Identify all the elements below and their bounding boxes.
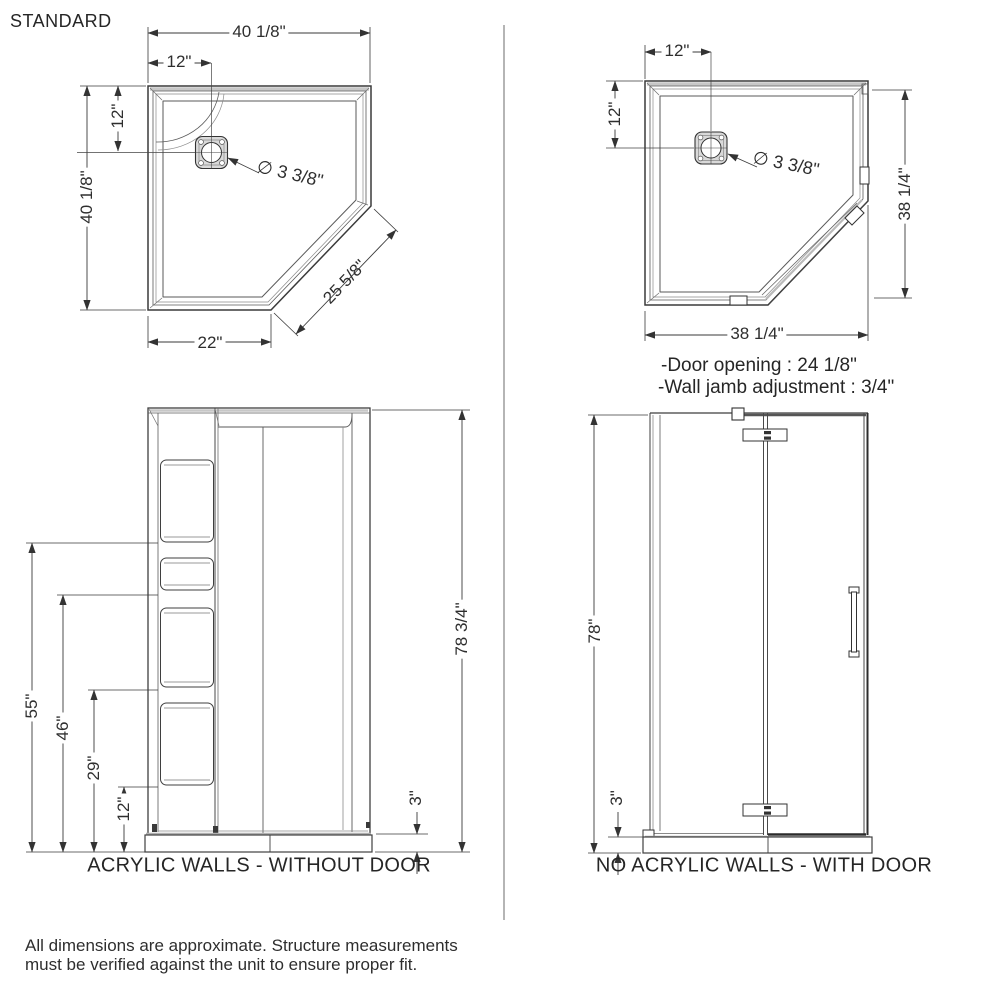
dim-total-height-label: 78" — [585, 615, 604, 647]
door-front-view — [588, 407, 873, 875]
dim-height-right-label: 38 1/4" — [895, 164, 914, 224]
top-hinge — [742, 428, 788, 442]
base-front — [642, 836, 873, 854]
door-handle — [848, 586, 860, 658]
dim-base-height-label: 3" — [406, 787, 425, 809]
sheet-title: STANDARD — [10, 11, 112, 31]
base-plan-door-view — [606, 45, 912, 341]
shower-pan-outline — [644, 80, 869, 306]
drain — [694, 131, 728, 165]
disclaimer-line-1: All dimensions are approximate. Structur… — [25, 936, 458, 955]
sheet-divider — [503, 25, 505, 920]
drain-leader — [727, 153, 758, 168]
top-pivot-block — [731, 407, 745, 421]
dim-base-height-label: 3" — [607, 787, 626, 809]
walls-view-caption: ACRYLIC WALLS - WITHOUT DOOR — [87, 854, 431, 877]
disclaimer-note: All dimensions are approximate. Structur… — [25, 936, 458, 974]
shelf-3 — [160, 607, 214, 688]
walls-front-view — [26, 407, 470, 874]
dim-width-bottom-label: 38 1/4" — [727, 325, 787, 343]
shelf-4 — [160, 702, 214, 786]
door-pivot-bracket — [844, 205, 865, 226]
dim-diagonal — [295, 229, 397, 335]
wall-jamb-note: -Wall jamb adjustment : 3/4" — [658, 377, 895, 398]
dim-shelf-29-label: 29" — [84, 752, 103, 784]
disclaimer-line-2: must be verified against the unit to ens… — [25, 955, 418, 974]
dim-width-top-label: 40 1/8" — [229, 23, 289, 41]
base-front — [144, 834, 373, 853]
drain — [194, 135, 229, 170]
drain-leader — [227, 157, 260, 174]
wall-jamb — [859, 166, 870, 185]
corner-seat-arc — [155, 91, 220, 143]
pan-floor-outline — [659, 95, 854, 293]
dim-drain-y-label: 12" — [108, 100, 127, 132]
dim-bottom-wall-label: 22" — [194, 334, 226, 352]
dim-shelf-46-label: 46" — [53, 712, 72, 744]
base-plan-view — [77, 27, 399, 348]
door-view-caption: NO ACRYLIC WALLS - WITH DOOR — [595, 854, 933, 877]
door-opening-note: -Door opening : 24 1/8" — [661, 355, 857, 376]
dim-drain-x-label: 12" — [163, 53, 195, 71]
dim-total-height-label: 78 3/4" — [452, 599, 471, 659]
bottom-hinge — [742, 803, 788, 817]
shelf-2 — [160, 557, 214, 591]
dim-shelf-12-label: 12" — [114, 793, 133, 825]
dim-drain-x-label: 12" — [661, 42, 693, 60]
dim-height-left-label: 40 1/8" — [77, 167, 96, 227]
dim-drain-y-label: 12" — [605, 98, 624, 130]
door-bottom-guide — [729, 295, 748, 306]
dim-shelf-55-label: 55" — [22, 690, 41, 722]
shelf-1 — [160, 459, 214, 543]
shelf-column — [160, 459, 214, 786]
